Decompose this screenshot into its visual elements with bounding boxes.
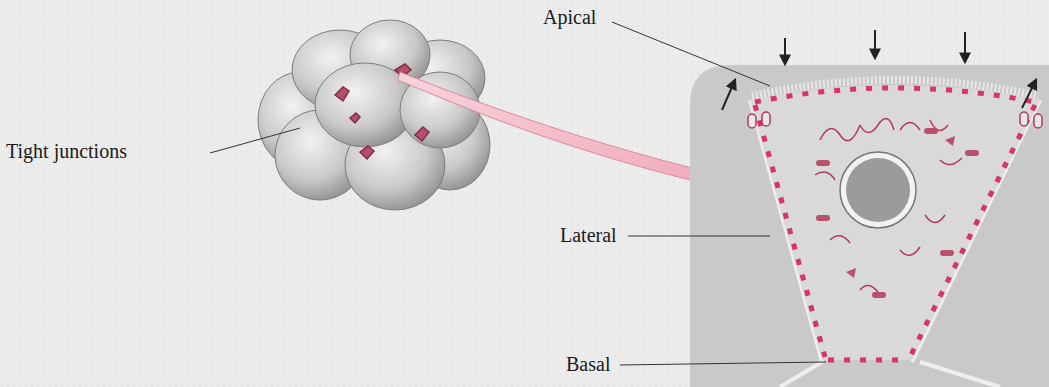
apical-label: Apical: [543, 6, 596, 28]
tight-junctions-label: Tight junctions: [6, 140, 127, 162]
basal-label: Basal: [566, 353, 610, 375]
lateral-label: Lateral: [560, 224, 617, 246]
